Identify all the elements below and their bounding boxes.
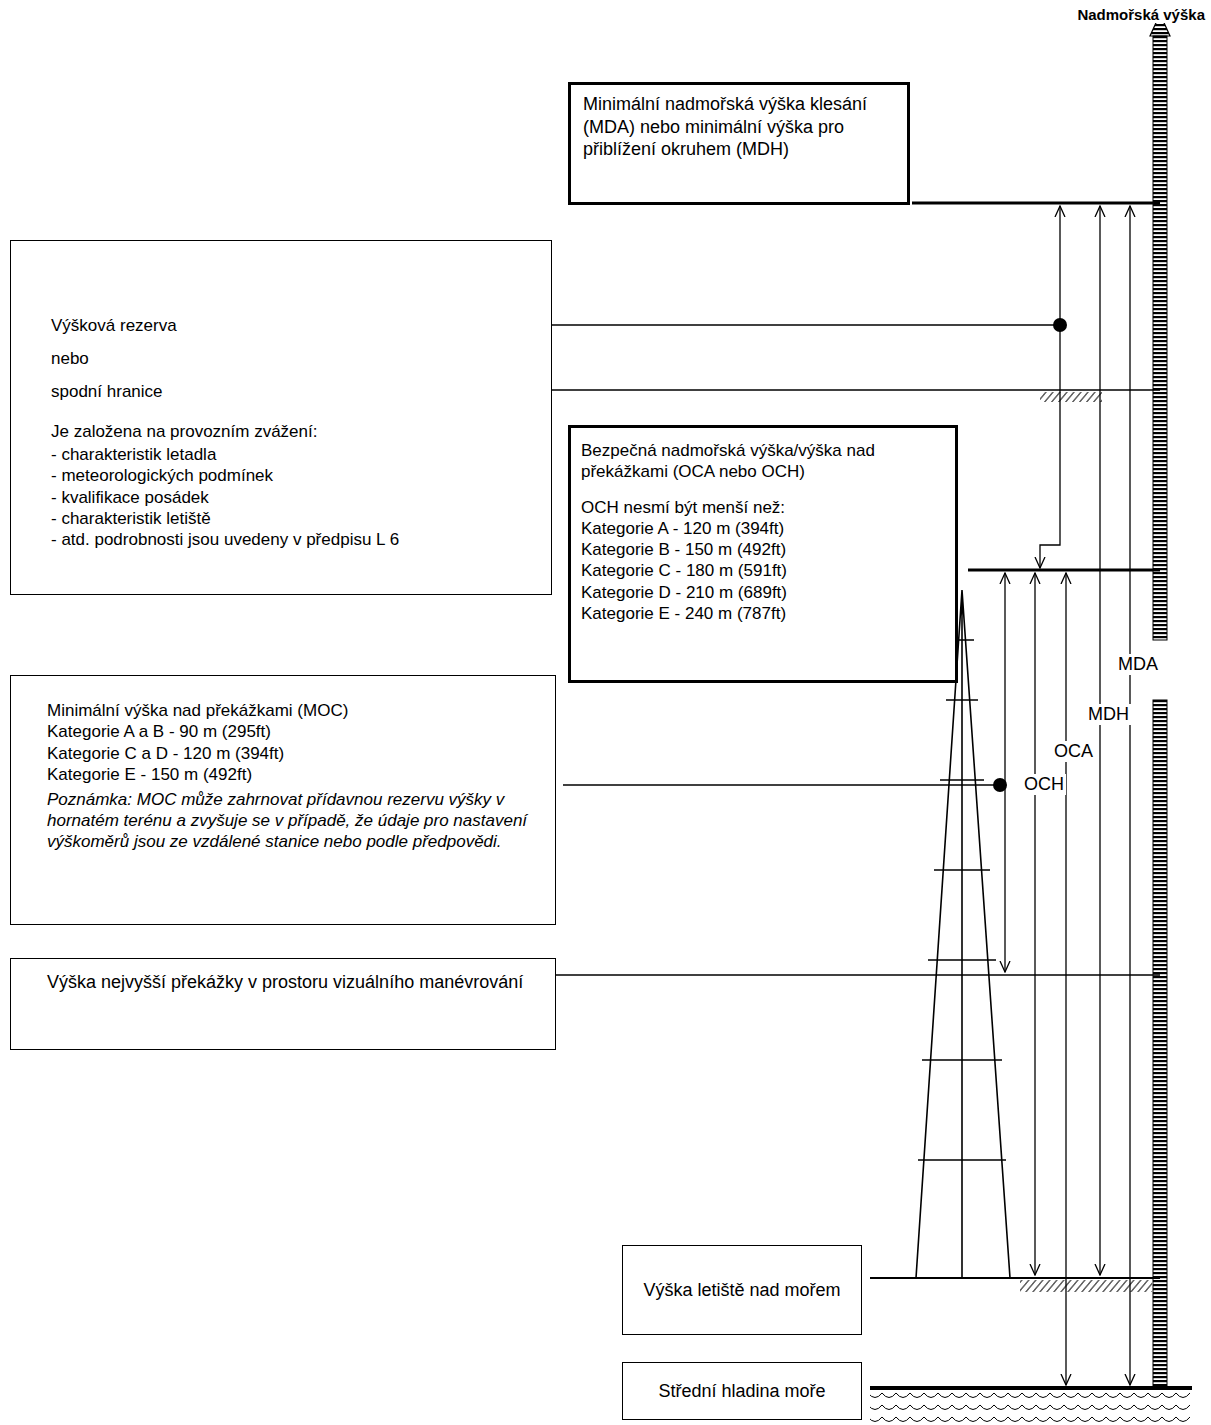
box-heading: Minimální nadmořská výška klesání (MDA) … [583,93,895,161]
box-text: Kategorie C - 180 m (591ft) [581,560,945,581]
height-arrows [1005,206,1130,1385]
margin-box: Výšková rezervanebospodní hranice Je zalo… [10,240,552,595]
box-text: Kategorie A - 120 m (394ft) [581,518,945,539]
box-heading: Výška letiště nad mořem [643,1279,840,1302]
height-label: OCA [1052,741,1095,762]
box-text: Kategorie D - 210 m (689ft) [581,582,945,603]
box-text: Poznámka: MOC může zahrnovat přídavnou r… [47,789,543,852]
box-text: - charakteristik letadla [51,444,539,465]
box-heading: Minimální výška nad překážkami (MOC) [47,700,543,721]
obstacle-box: Výška nejvyšší překážky v prostoru vizuá… [10,958,556,1050]
box-text: Kategorie C a D - 120 m (394ft) [47,743,543,764]
oca-och-box: Bezpečná nadmořská výška/výška nad překá… [568,425,958,683]
altitude-axis [1150,14,1170,1388]
box-text: OCH nesmí být menší než: [581,497,945,518]
box-text: Kategorie E - 150 m (492ft) [47,764,543,785]
mda-box: Minimální nadmořská výška klesání (MDA) … [568,82,910,205]
box-text: - charakteristik letiště [51,508,539,529]
box-heading: Bezpečná nadmořská výška/výška nad překá… [581,440,945,483]
box-text: nebo [51,342,539,375]
hatch [1040,392,1102,402]
box-text: - kvalifikace posádek [51,487,539,508]
moc-box: Minimální výška nad překážkami (MOC)Kate… [10,675,556,925]
axis-title: Nadmořská výška [1075,6,1207,23]
height-label: MDA [1116,654,1160,675]
box-heading: Výšková rezerva [51,309,539,342]
sea-waves [870,1391,1190,1423]
box-text: - meteorologických podmínek [51,465,539,486]
box-text: Kategorie E - 240 m (787ft) [581,603,945,624]
sea-level-box: Střední hladina moře [622,1362,862,1420]
height-label: OCH [1022,774,1066,795]
box-text: Kategorie B - 150 m (492ft) [581,539,945,560]
tower [916,590,1010,1278]
box-heading: Střední hladina moře [658,1380,825,1403]
aerodrome-box: Výška letiště nad mořem [622,1245,862,1335]
box-text: Kategorie A a B - 90 m (295ft) [47,721,543,742]
box-text: spodní hranice [51,375,539,408]
box-text: Je založena na provozním zvážení: [51,420,539,444]
box-heading: Výška nejvyšší překážky v prostoru vizuá… [47,971,543,994]
height-label: MDH [1086,704,1131,725]
hatch [1020,1280,1152,1292]
box-text: - atd. podrobnosti jsou uvedeny v předpi… [51,529,539,550]
